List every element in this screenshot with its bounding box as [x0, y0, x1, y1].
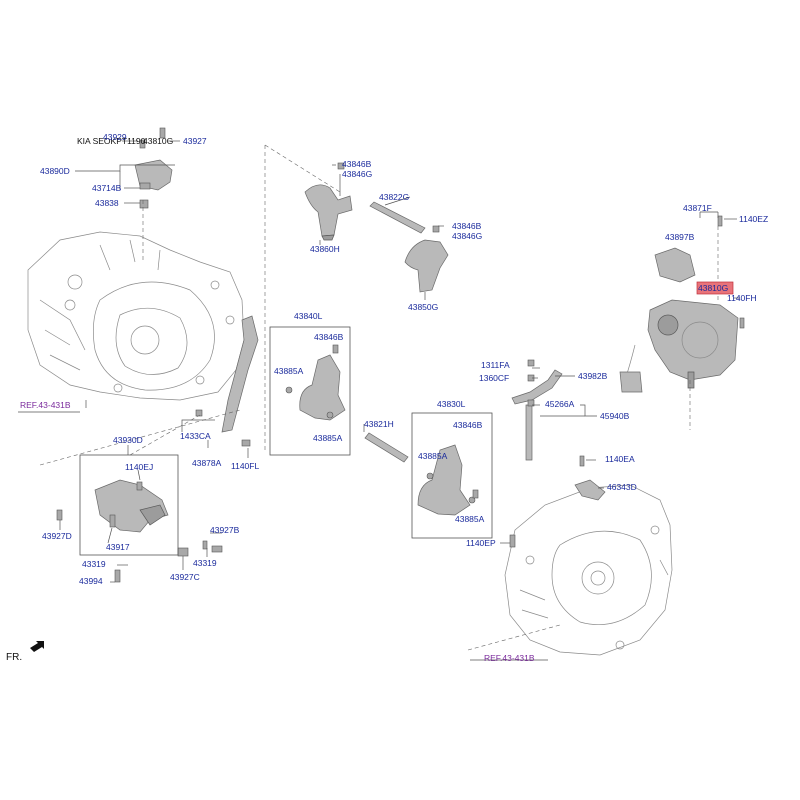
label-43927D: 43927D: [42, 531, 72, 541]
bracket-46343D: [574, 479, 606, 501]
label-43885A-2: 43885A: [313, 433, 343, 443]
label-1433CA: 1433CA: [180, 431, 211, 441]
label-43846B-2: 43846B: [452, 221, 482, 231]
group-box-43840L: [269, 326, 351, 456]
bracket-43897B: [654, 247, 696, 283]
label-1360CF: 1360CF: [479, 373, 509, 383]
label-45266A: 45266A: [545, 399, 575, 409]
shift-fork-43860H: [304, 184, 353, 241]
label-43927C: 43927C: [170, 572, 200, 582]
transmission-case-left: [27, 231, 245, 401]
label-43929: 43929: [103, 132, 127, 142]
label-43846B-1: 43846B: [342, 159, 372, 169]
label-1140EA: 1140EA: [605, 454, 635, 464]
label-43846G-1: 43846G: [342, 169, 372, 179]
label-43885A-3: 43885A: [418, 451, 448, 461]
shift-rod-43821H: [364, 432, 409, 463]
label-43714B: 43714B: [92, 183, 122, 193]
guide-lines: [39, 144, 719, 651]
detent-assembly-43930D: [94, 479, 169, 533]
label-43810G-top: 43810G: [143, 136, 173, 146]
label-43821H: 43821H: [364, 419, 394, 429]
rod-45940B: [525, 404, 533, 461]
transmission-case-right: [504, 484, 673, 656]
label-43917: 43917: [106, 542, 130, 552]
shift-fork-43830L: [417, 444, 476, 516]
label-43897B: 43897B: [665, 232, 695, 242]
label-43319-1: 43319: [82, 559, 106, 569]
shift-rod-43822G: [369, 201, 426, 234]
header-text: KIA SEOKPT1190: [77, 136, 146, 146]
label-43822G: 43822G: [379, 192, 409, 202]
label-43846G-2: 43846G: [452, 231, 482, 241]
shift-fork-43840L: [285, 354, 346, 421]
label-1140EJ: 1140EJ: [125, 462, 153, 472]
label-45940B: 45940B: [600, 411, 630, 421]
fasteners: [56, 127, 745, 583]
label-43890D: 43890D: [40, 166, 70, 176]
label-1311FA: 1311FA: [481, 360, 510, 370]
label-43982B: 43982B: [578, 371, 608, 381]
label-43830L: 43830L: [437, 399, 466, 409]
label-43878A: 43878A: [192, 458, 222, 468]
label-43930D: 43930D: [113, 435, 143, 445]
label-43927B: 43927B: [210, 525, 240, 535]
lever-43982B: [511, 369, 563, 405]
label-43885A-1: 43885A: [274, 366, 304, 376]
label-46343D: 46343D: [607, 482, 637, 492]
label-43840L: 43840L: [294, 311, 323, 321]
front-arrow-icon: [30, 641, 44, 652]
highlight-43810G: [696, 281, 734, 295]
label-43885A-4: 43885A: [455, 514, 485, 524]
label-1140FH: 1140FH: [727, 293, 757, 303]
label-43871F: 43871F: [683, 203, 712, 213]
reference-right: REF.43-431B: [484, 653, 535, 663]
reference-left: REF.43-431B: [20, 400, 71, 410]
label-1140FL: 1140FL: [231, 461, 259, 471]
label-43838: 43838: [95, 198, 119, 208]
label-43927: 43927: [183, 136, 207, 146]
leader-lines: [18, 140, 740, 661]
label-43850G: 43850G: [408, 302, 438, 312]
shift-rail-43878A: [221, 315, 259, 433]
shift-actuator-43810G: [619, 299, 739, 393]
label-1140EZ: 1140EZ: [739, 214, 768, 224]
shift-fork-43850G: [404, 239, 449, 293]
group-box-43930D: [79, 454, 179, 556]
label-43810G: 43810G: [698, 283, 728, 293]
label-43319-2: 43319: [193, 558, 217, 568]
group-box-43830L: [411, 412, 493, 539]
label-43994: 43994: [79, 576, 103, 586]
front-label: FR.: [6, 652, 22, 663]
label-43846B-3: 43846B: [314, 332, 344, 342]
label-1140EP: 1140EP: [466, 538, 496, 548]
label-43846B-4: 43846B: [453, 420, 483, 430]
label-43860H: 43860H: [310, 244, 340, 254]
